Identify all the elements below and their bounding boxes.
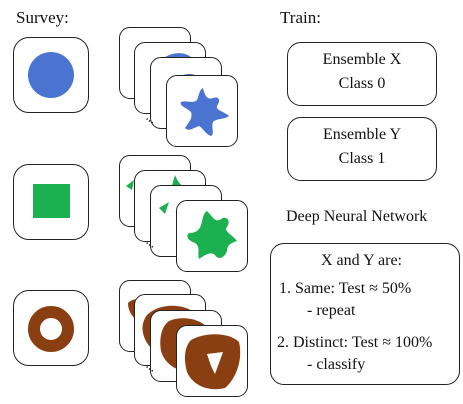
blue-star-shape	[180, 88, 229, 136]
dnn-item-distinct: 2. Distinct: Test ≈ 100%	[277, 334, 433, 351]
train-heading: Train:	[280, 8, 321, 27]
dnn-item-distinct-action: - classify	[307, 356, 366, 373]
green-blob-shape	[126, 180, 134, 190]
dnn-item-same-action: - repeat	[307, 302, 356, 319]
green-star-shape	[187, 211, 237, 259]
blue-circle-shape	[28, 52, 74, 98]
ensemble-x-name: Ensemble X	[322, 51, 402, 68]
dnn-item-same: 1. Same: Test ≈ 50%	[279, 280, 412, 297]
brown-deck-card-4	[176, 325, 248, 397]
survey-heading: Survey:	[16, 8, 69, 27]
ensemble-x-class: Class 0	[338, 75, 386, 92]
green-blob-shape	[159, 202, 169, 214]
dnn-title: X and Y are:	[321, 252, 402, 269]
survey-circle-box	[13, 37, 89, 113]
ensemble-y-class: Class 1	[338, 150, 386, 167]
brown-ring-blob-shape	[184, 334, 241, 390]
blue-deck-card-4	[166, 75, 238, 147]
survey-ring-box	[13, 290, 89, 366]
ensemble-y-name: Ensemble Y	[322, 126, 402, 143]
brown-ring-shape	[28, 306, 74, 352]
ensemble-y-box: Ensemble Y Class 1	[287, 117, 437, 181]
dnn-result-box: X and Y are: 1. Same: Test ≈ 50% - repea…	[270, 243, 460, 385]
dnn-heading: Deep Neural Network	[286, 208, 428, 225]
survey-square-box	[13, 164, 89, 240]
ensemble-x-box: Ensemble X Class 0	[287, 42, 437, 106]
green-square-shape	[33, 184, 70, 218]
green-deck-card-4	[176, 200, 248, 272]
